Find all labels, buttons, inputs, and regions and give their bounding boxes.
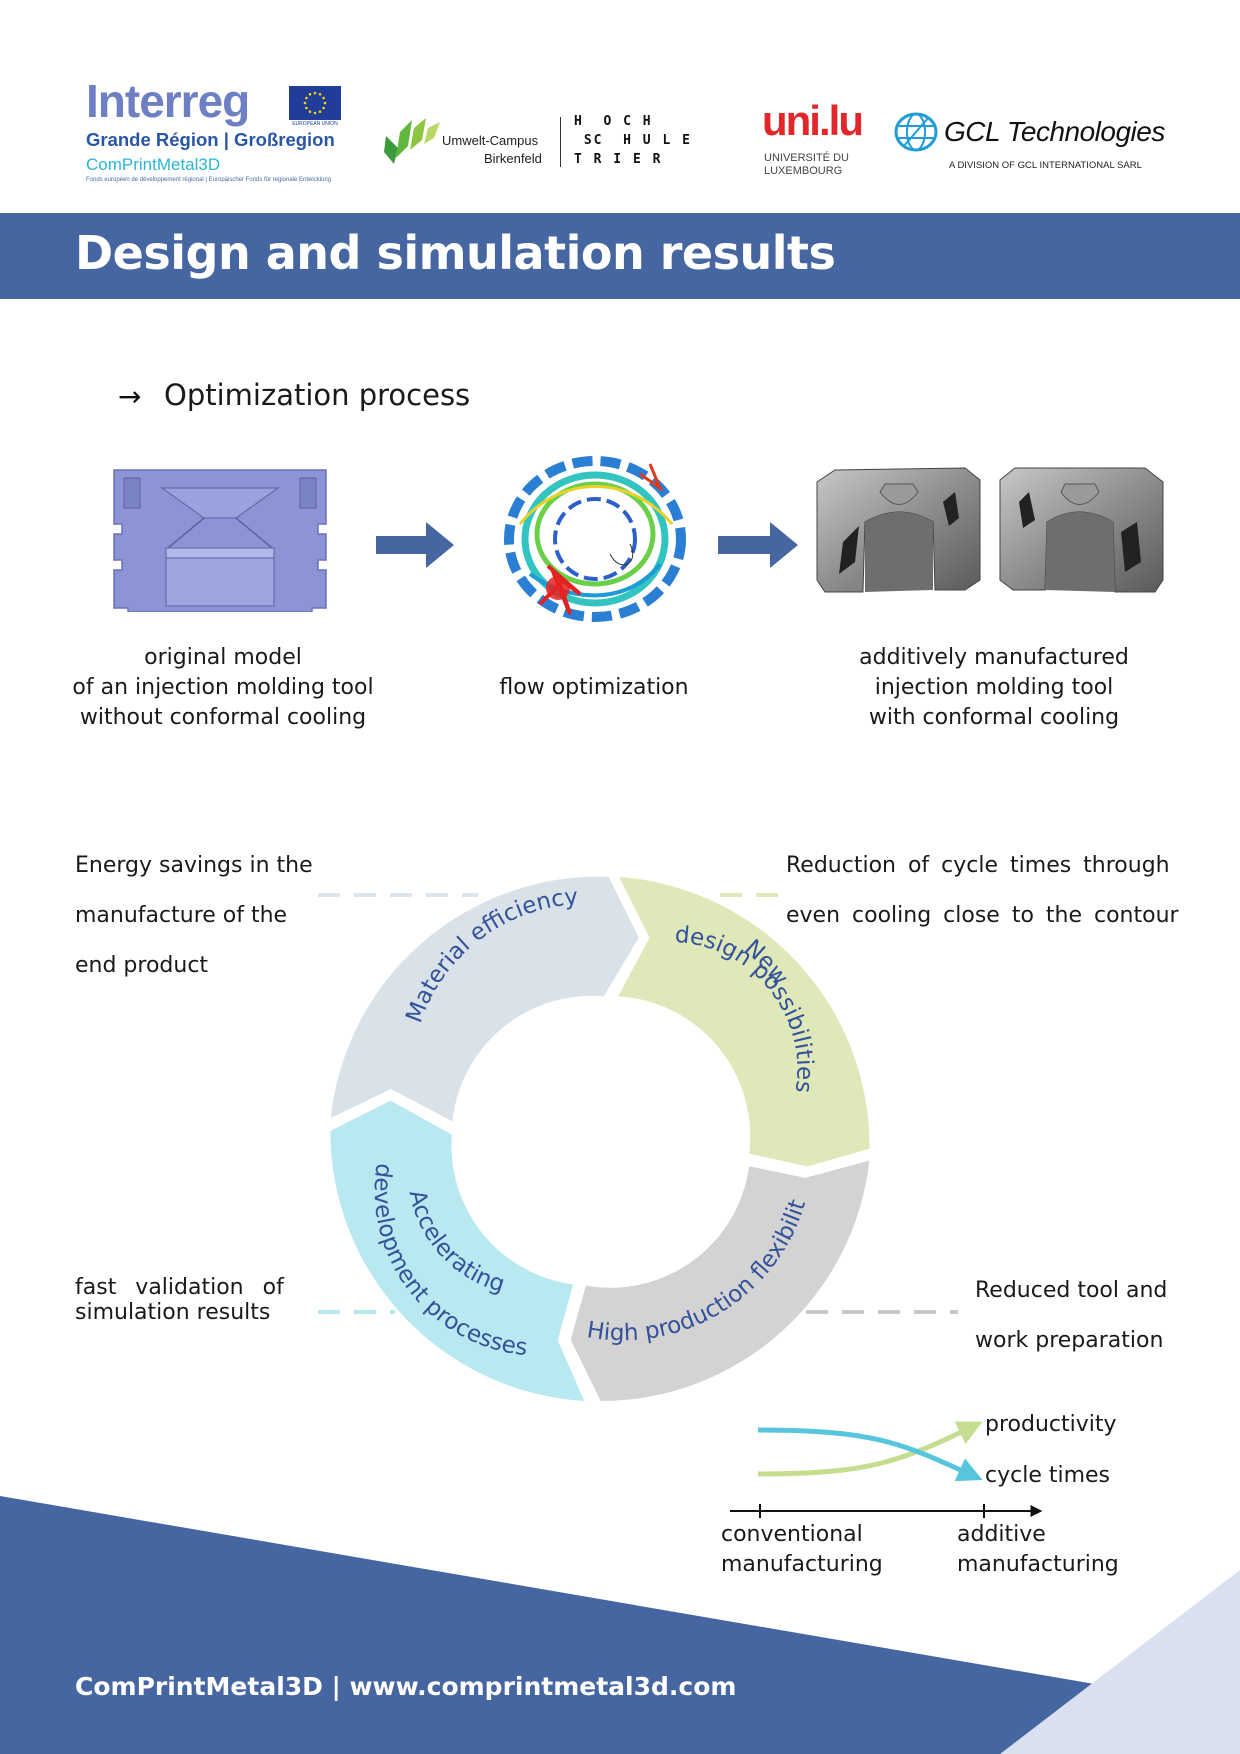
interreg-logo-title: Interreg [86, 75, 250, 127]
x-label-line: manufacturing [957, 1552, 1119, 1577]
manufactured-tool-image [815, 462, 1165, 596]
x-label-conventional: conventional manufacturing [721, 1520, 883, 1580]
arrow-right-icon: → [118, 380, 142, 413]
flow-optimization-image [500, 454, 690, 624]
section-heading: Optimization process [164, 378, 471, 412]
interreg-region: Grande Région | Großregion [86, 129, 335, 150]
gcl-name: GCL Technologies [944, 116, 1165, 147]
step-arrow-icon [718, 520, 800, 570]
caption-line: of an injection molding tool [72, 675, 374, 700]
gcl-subtitle: A DIVISION OF GCL INTERNATIONAL SARL [949, 160, 1142, 171]
note-line: simulation results [75, 1300, 271, 1325]
caption-line: flow optimization [499, 675, 689, 700]
note-energy-savings: Energy savings in the manufacture of the… [75, 841, 313, 991]
hochschule-trier-line1: H O C H [574, 114, 653, 129]
footer-accent-triangle [1000, 1570, 1240, 1754]
caption-line: original model [144, 645, 302, 670]
note-line: even cooling close to the contour [786, 903, 1179, 928]
hochschule-trier-line2: SC H U L E [574, 133, 692, 148]
caption-line: without conformal cooling [79, 705, 367, 730]
hochschule-trier-line3: T R I E R [574, 152, 663, 167]
caption-line: with conformal cooling [868, 705, 1120, 730]
umwelt-campus-location: Birkenfeld [484, 151, 542, 166]
cycle-segment-accelerating [330, 1100, 585, 1401]
gcl-globe-icon [893, 111, 939, 153]
cycle-segment-high-production [570, 1160, 870, 1402]
unilu-logo-word: uni.lu [762, 97, 864, 144]
note-line: Reduction of cycle times through [786, 853, 1170, 878]
step-caption-flow: flow optimization [484, 673, 704, 703]
note-line: end product [75, 953, 209, 978]
logo-divider [560, 117, 561, 167]
x-label-additive: additive manufacturing [957, 1520, 1119, 1580]
cycle-segment-new-design [618, 877, 870, 1167]
step-caption-manufactured: additively manufactured injection moldin… [826, 643, 1162, 733]
note-line: work preparation [975, 1328, 1164, 1353]
note-reduced-tool: Reduced tool and work preparation [975, 1266, 1167, 1366]
x-label-line: conventional [721, 1522, 863, 1547]
caption-line: additively manufactured [859, 645, 1129, 670]
series-label-cycle-times: cycle times [985, 1463, 1111, 1488]
series-line-productivity [757, 1421, 983, 1477]
note-cycle-times: Reduction of cycle times through even co… [786, 841, 1179, 941]
unilu-line1: UNIVERSITÉ DU [764, 152, 849, 164]
note-line: manufacture of the [75, 903, 288, 928]
umwelt-campus-logo-icon [384, 118, 444, 166]
series-label-productivity: productivity [985, 1412, 1117, 1437]
note-line: fast validation of [75, 1275, 284, 1300]
caption-line: injection molding tool [874, 675, 1114, 700]
eu-label: EUROPEAN UNION [292, 121, 338, 127]
x-label-line: additive [957, 1522, 1046, 1547]
note-fast-validation: fast validation of simulation results [75, 1275, 284, 1325]
original-model-image [112, 466, 328, 613]
note-line: Energy savings in the [75, 853, 313, 878]
eu-flag-icon [289, 86, 341, 120]
cycle-segment-material-efficiency [330, 876, 639, 1122]
footer-text: ComPrintMetal3D | www.comprintmetal3d.co… [75, 1672, 737, 1701]
step-caption-original: original model of an injection molding t… [60, 643, 386, 733]
step-arrow-icon [376, 520, 456, 570]
x-label-line: manufacturing [721, 1552, 883, 1577]
umwelt-campus-name: Umwelt-Campus [442, 133, 539, 148]
series-line-cycle-times [757, 1427, 983, 1482]
interreg-project: ComPrintMetal3D [86, 155, 221, 174]
note-line: Reduced tool and [975, 1278, 1168, 1303]
unilu-line2: LUXEMBOURG [764, 165, 843, 177]
page-title: Design and simulation results [75, 226, 836, 280]
interreg-fund: Fonds européen de développement régional… [86, 177, 332, 183]
title-banner [0, 213, 1240, 299]
